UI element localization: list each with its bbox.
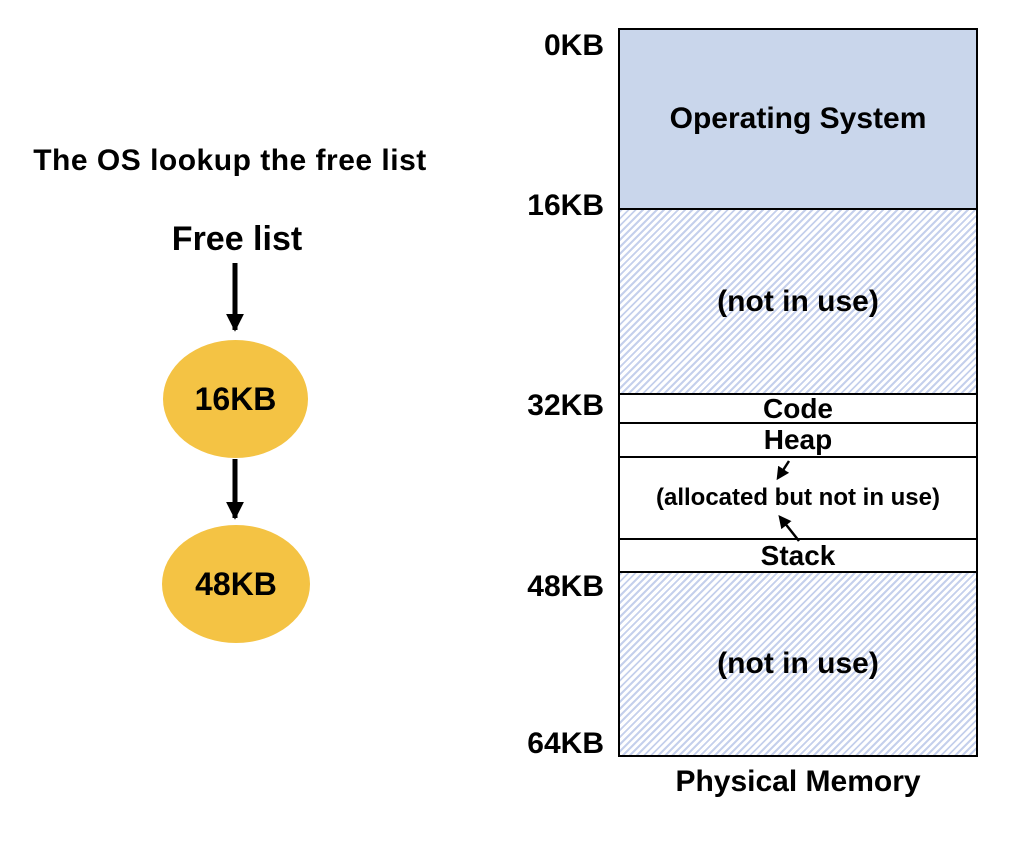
address-label-0kb: 0KB	[543, 29, 604, 62]
segment-not-in-use-upper: (not in use)	[620, 210, 976, 395]
diagram-title: The OS lookup the free list	[33, 144, 427, 177]
segment-allocated-not-in-use: (allocated but not in use)	[620, 458, 976, 540]
segment-label: Code	[763, 393, 833, 424]
segment-operating-system: Operating System	[620, 30, 976, 210]
physical-memory-caption: Physical Memory	[675, 765, 921, 798]
free-list-node-label: 48KB	[195, 565, 277, 602]
free-list-node-48kb: 48KB	[162, 525, 310, 643]
segment-label: Heap	[763, 424, 833, 455]
address-label-32kb: 32KB	[527, 389, 604, 422]
physical-memory-box: Operating System (not in use) Code Heap …	[618, 28, 978, 757]
segment-code: Code	[620, 395, 976, 424]
segment-label: (allocated but not in use)	[655, 484, 940, 511]
address-label-16kb: 16KB	[527, 189, 604, 222]
free-list-node-label: 16KB	[194, 380, 277, 417]
address-label-48kb: 48KB	[527, 570, 604, 603]
segment-label: Operating System	[669, 102, 927, 135]
segment-label: Stack	[760, 539, 836, 571]
segment-heap: Heap	[620, 424, 976, 458]
segment-not-in-use-lower: (not in use)	[620, 573, 976, 755]
segment-stack: Stack	[620, 540, 976, 573]
segment-label: (not in use)	[717, 647, 879, 680]
segment-label: (not in use)	[717, 284, 879, 318]
address-label-64kb: 64KB	[527, 727, 604, 760]
free-list-heading: Free list	[171, 220, 303, 258]
free-list-node-16kb: 16KB	[163, 340, 308, 458]
